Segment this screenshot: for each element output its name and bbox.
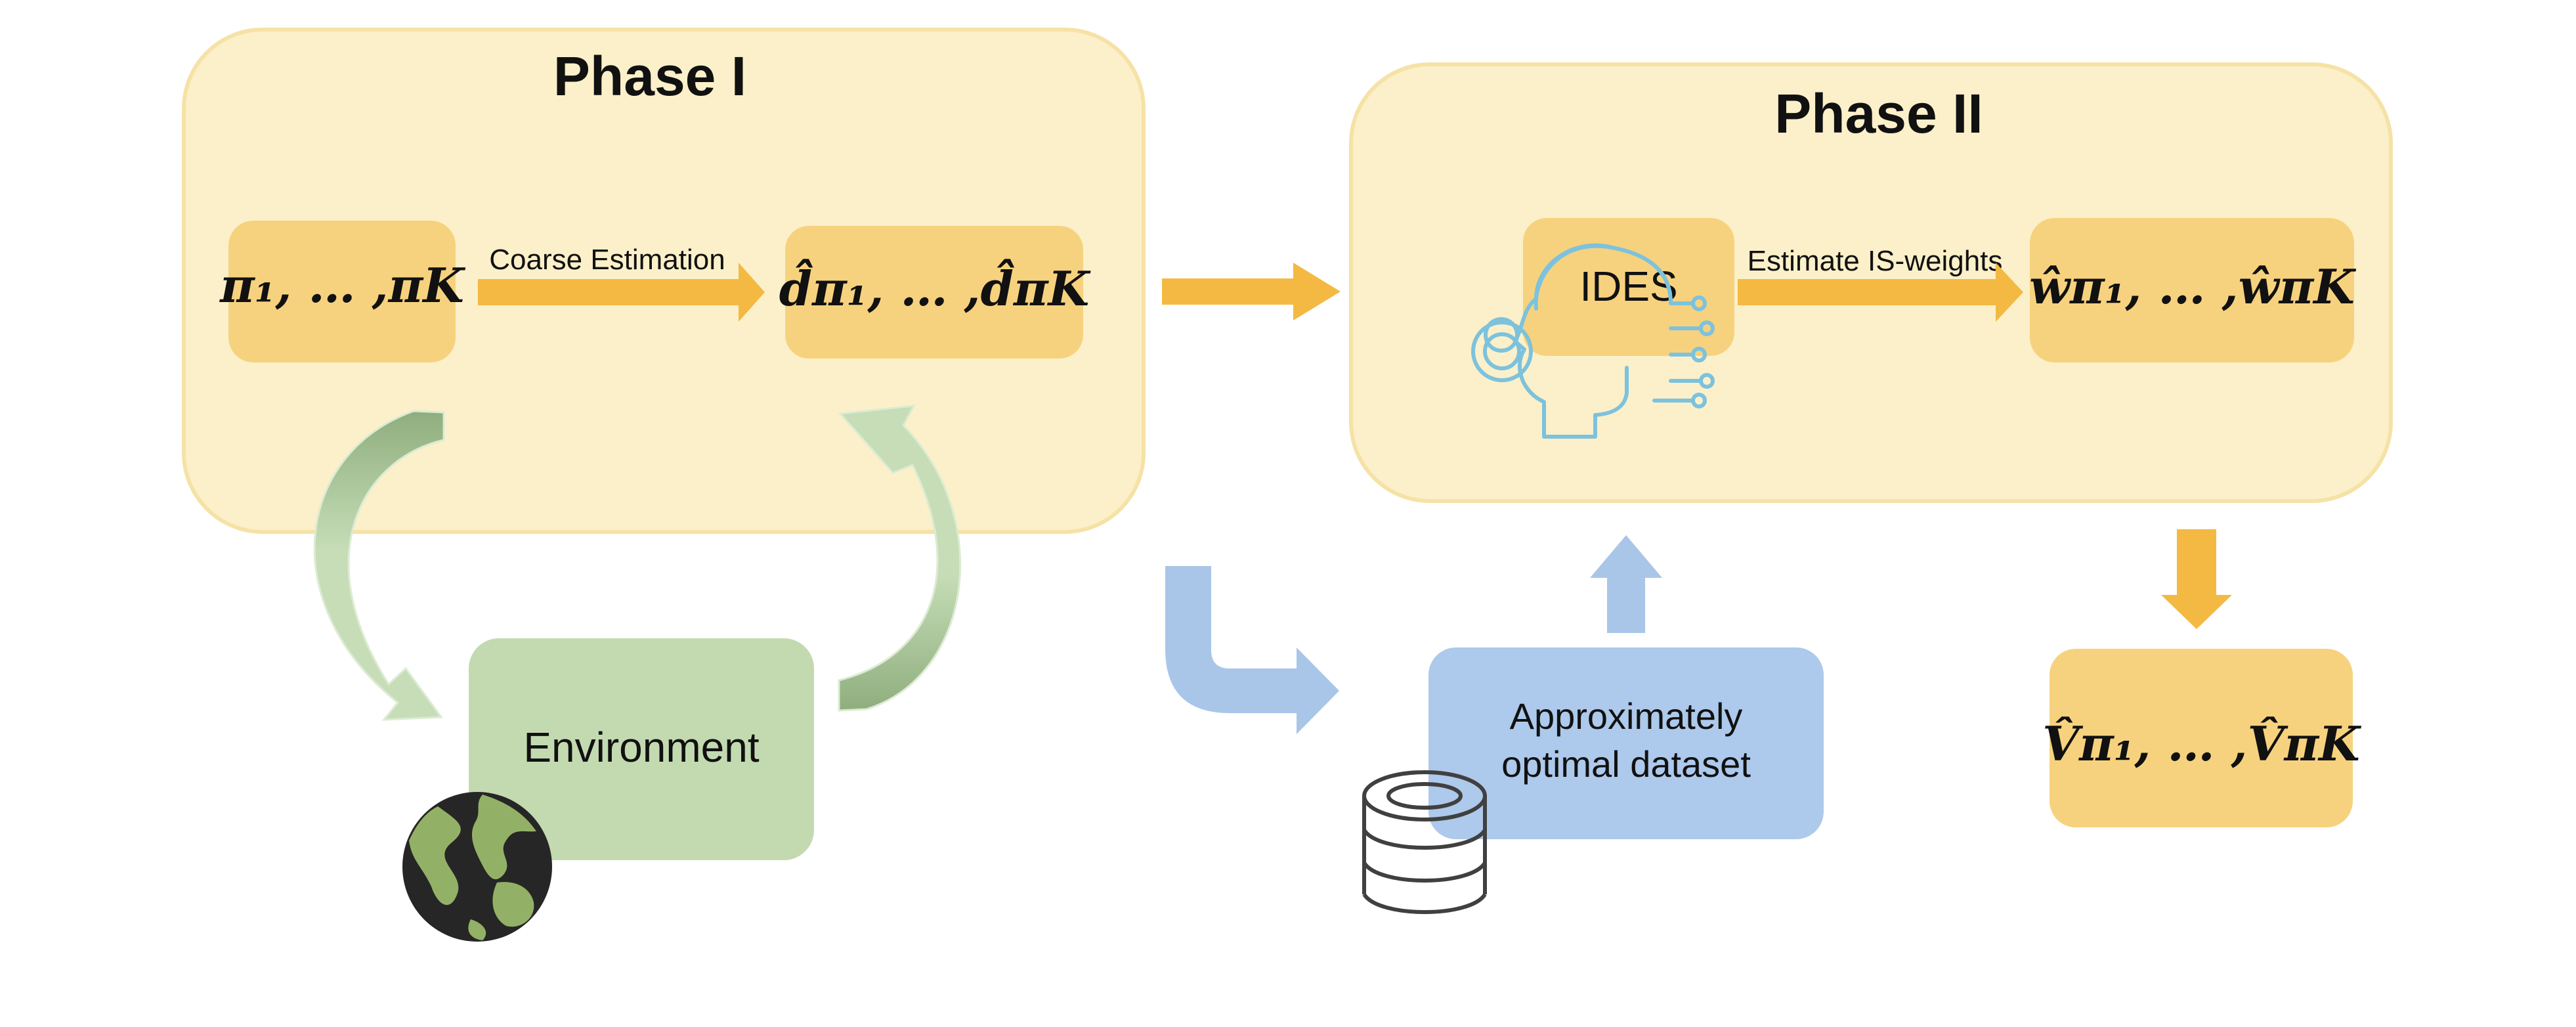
- occupancy-estimates-label: d̂π₁, … ,d̂πK: [779, 258, 1091, 317]
- dataset-label-line1: Approximately: [1510, 695, 1743, 737]
- value-estimates-label: V̂π₁, … ,V̂πK: [2042, 716, 2361, 772]
- phase1-panel: Phase I π₁, … ,πK Coarse Estimation d̂π₁…: [182, 28, 1146, 534]
- environment-label: Environment: [523, 724, 760, 771]
- coarse-estimation-label: Coarse Estimation: [489, 244, 725, 276]
- to-phase1-arrow: [838, 404, 962, 712]
- is-weights-box: [2030, 218, 2354, 362]
- ides-label: IDES: [1579, 263, 1677, 310]
- occupancy-estimates-box: [785, 226, 1083, 359]
- phase2-title: Phase II: [1774, 83, 1983, 144]
- dataset-to-phase2-arrow: [1590, 535, 1662, 633]
- globe-icon: [402, 792, 552, 942]
- environment-node: Environment: [469, 638, 814, 860]
- brain-gear-icon: [1471, 243, 1715, 439]
- phase1-to-phase2-arrow: [1162, 263, 1341, 320]
- is-weights-label: ŵπ₁, … ,ŵπK: [2029, 259, 2356, 315]
- coarse-estimation-arrow: [478, 263, 765, 322]
- to-environment-arrow: [313, 410, 445, 721]
- policies-label: π₁, … ,πK: [219, 257, 465, 313]
- ides-box: [1523, 218, 1734, 356]
- interaction-loop-arrows: [313, 404, 962, 721]
- database-icon: [1362, 770, 1487, 914]
- estimate-is-weights-arrow: [1738, 263, 2023, 322]
- dataset-node: Approximately optimal dataset: [1428, 647, 1824, 839]
- phase1-title: Phase I: [553, 45, 746, 107]
- policies-box: [228, 221, 456, 362]
- dataset-label-line2: optimal dataset: [1501, 743, 1751, 785]
- estimate-is-weights-label: Estimate IS-weights: [1748, 245, 2003, 277]
- to-dataset-arrow: [1165, 566, 1339, 734]
- phase2-panel: Phase II IDES Estimate IS-weights ŵπ₁, ……: [1349, 62, 2393, 503]
- phase2-to-values-arrow: [2161, 529, 2232, 629]
- value-estimates-node: V̂π₁, … ,V̂πK: [2042, 649, 2361, 827]
